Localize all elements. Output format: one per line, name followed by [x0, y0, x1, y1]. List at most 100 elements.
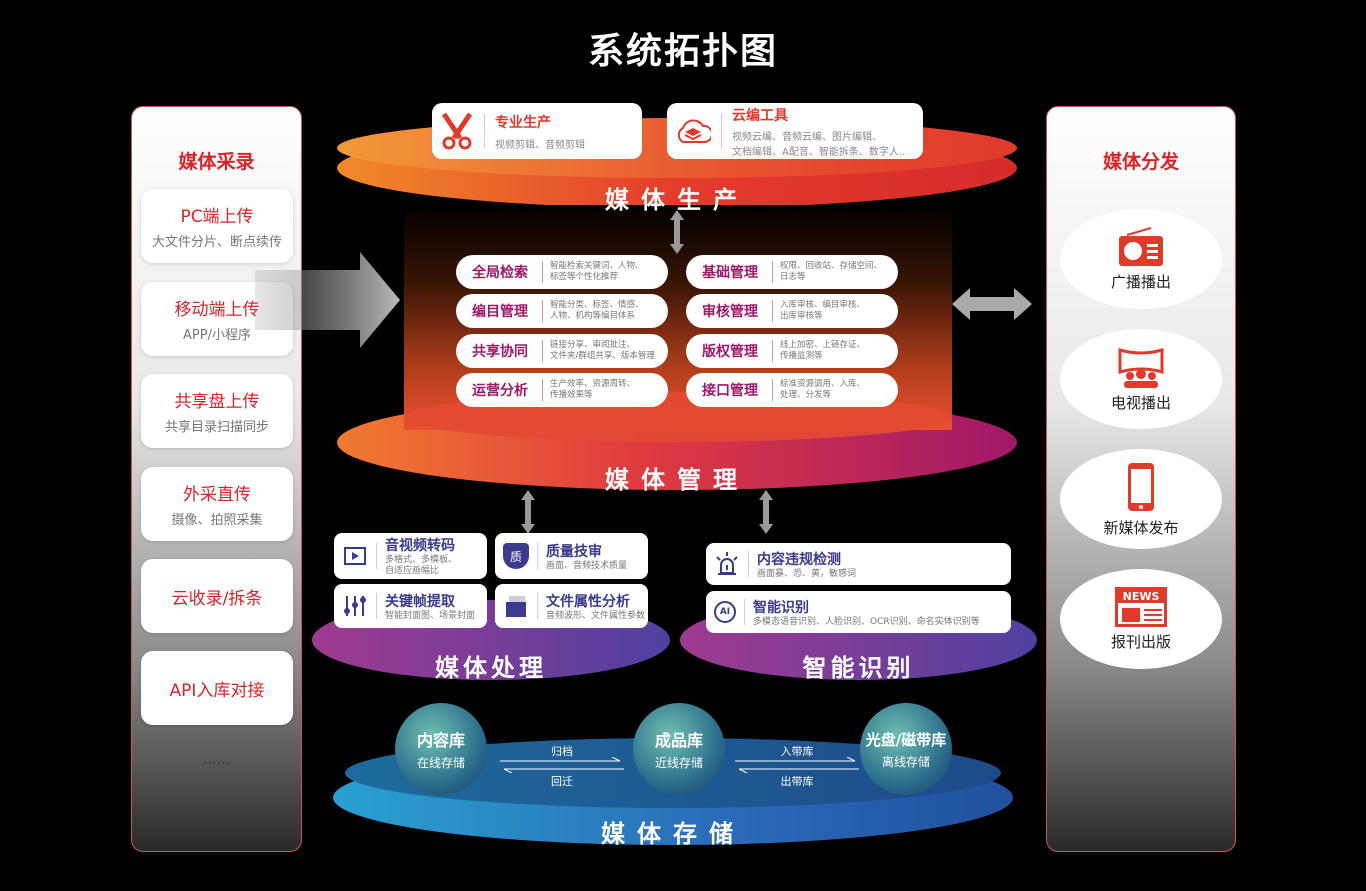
- ai-scan-icon: AI: [714, 601, 736, 623]
- library-sub: 在线存储: [416, 756, 465, 770]
- capture-item-cloud-record[interactable]: 云收录/拆条: [141, 559, 293, 633]
- divider: [772, 300, 773, 322]
- item-desc: 链接分享、审阅批注、: [550, 340, 636, 350]
- divider: [542, 300, 543, 322]
- divider: [542, 261, 543, 283]
- capture-item-pc-upload[interactable]: PC端上传大文件分片、断点续传: [141, 189, 293, 263]
- item-desc: APP/小程序: [183, 328, 251, 343]
- management-item[interactable]: 全局检索智能检索关键词、人物、标签等个性化推荐: [456, 255, 668, 289]
- library-sub: 近线存储: [654, 756, 703, 770]
- smartphone-icon: [1128, 462, 1154, 511]
- item-title: 版权管理: [702, 344, 758, 360]
- management-item[interactable]: 编目管理 智能分类、标签、情感、人物、机构等编目体系: [456, 294, 668, 328]
- item-label: 外采直传: [183, 485, 251, 505]
- item-title: 编目管理: [472, 304, 528, 320]
- capture-item-shared-disk[interactable]: 共享盘上传共享目录扫描同步: [141, 374, 293, 448]
- divider: [772, 261, 773, 283]
- transcode-icon: [344, 547, 366, 565]
- library-title: 光盘/磁带库: [865, 730, 947, 749]
- updown-arrow-icon: [759, 490, 773, 534]
- management-item[interactable]: 接口管理标准资源调用、入库、处理、分发等: [686, 373, 898, 407]
- item-desc: 共享目录扫描同步: [164, 420, 269, 435]
- flow-in-tape: 入带库: [780, 745, 814, 758]
- dist-item-tv[interactable]: 电视播出: [1060, 329, 1222, 429]
- item-title: 全局检索: [472, 265, 528, 281]
- scissors-icon: [441, 112, 473, 150]
- updown-arrow-icon: [521, 490, 535, 534]
- card-title: 文件属性分析: [546, 593, 630, 610]
- capture-item-field-upload[interactable]: 外采直传摄像、拍照采集: [141, 467, 293, 541]
- folder-icon: [506, 596, 526, 617]
- item-label: 电视播出: [1110, 393, 1171, 412]
- item-desc: 标准资源调用、入库、: [780, 379, 866, 389]
- capture-item-api[interactable]: API入库对接: [141, 651, 293, 725]
- panel-title: 媒体采录: [178, 151, 255, 173]
- item-desc: 人物、机构等编目体系: [550, 311, 636, 321]
- item-label: 新媒体发布: [1103, 518, 1179, 537]
- management-item[interactable]: 版权管理线上加密、上链存证、传播监测等: [686, 334, 898, 368]
- dist-item-print[interactable]: NEWS 报刊出版: [1060, 569, 1222, 669]
- card-desc: 多模态语音识别、人脸识别、OCR识别、命名实体识别等: [753, 616, 980, 627]
- library-title: 成品库: [654, 731, 703, 750]
- library-sub: 离线存储: [881, 754, 930, 769]
- management-item[interactable]: 基础管理权限、回收站、存储空间、日志等: [686, 255, 898, 289]
- library-finished[interactable]: 成品库近线存储: [633, 703, 725, 795]
- updown-arrow-icon: [670, 210, 684, 254]
- dist-item-radio[interactable]: 广播播出: [1060, 209, 1222, 309]
- production-label: 媒体生产: [605, 186, 749, 214]
- more-ellipsis: ……: [202, 752, 231, 768]
- flow-archive: 归档: [551, 745, 573, 758]
- processing-label: 媒体处理: [435, 654, 547, 682]
- item-desc: 出库审核等: [780, 311, 823, 321]
- page-title: 系统拓扑图: [587, 31, 778, 72]
- alarm-light-icon: [716, 552, 738, 575]
- item-label: 共享盘上传: [174, 392, 260, 412]
- card-quality-check[interactable]: 质 质量技审画面、音频技术质量: [495, 533, 648, 579]
- divider: [542, 379, 543, 401]
- card-title: 云编工具: [732, 107, 788, 124]
- management-item[interactable]: 审核管理入库审核、编目审核、出库审核等: [686, 294, 898, 328]
- dist-item-new-media[interactable]: 新媒体发布: [1060, 449, 1222, 549]
- card-transcode[interactable]: 音视频转码多格式、多模板、自适应画幅比: [334, 533, 487, 579]
- tv-audience-icon: [1118, 347, 1164, 388]
- item-label: 报刊出版: [1110, 632, 1171, 651]
- item-title: 基础管理: [702, 265, 758, 281]
- storage-label: 媒体存储: [601, 820, 745, 848]
- item-desc: 处理、分发等: [780, 390, 832, 400]
- card-professional-production[interactable]: 专业生产视频剪辑、音频剪辑: [432, 103, 642, 159]
- library-content[interactable]: 内容库在线存储: [395, 703, 487, 795]
- divider: [542, 340, 543, 362]
- item-desc: 线上加密、上链存证、: [780, 340, 866, 350]
- item-desc: 文件夹/群组共享、版本管理: [550, 351, 655, 361]
- item-desc: 智能分类、标签、情感、: [550, 300, 644, 310]
- card-title: 内容违规检测: [757, 551, 841, 568]
- library-title: 内容库: [416, 731, 465, 750]
- management-item[interactable]: 运营分析生产效率、资源周转、传播效果等: [456, 373, 668, 407]
- divider: [772, 379, 773, 401]
- shield-icon: 质: [503, 543, 529, 569]
- panel-title: 媒体分发: [1102, 151, 1179, 173]
- bidirectional-arrow-icon: [500, 757, 624, 773]
- card-desc: 画面、音频技术质量: [546, 560, 628, 571]
- management-item[interactable]: 共享协同链接分享、审阅批注、文件夹/群组共享、版本管理: [456, 334, 668, 368]
- card-smart-recognition[interactable]: AI 智能识别多模态语音识别、人脸识别、OCR识别、命名实体识别等: [706, 591, 1011, 633]
- card-desc: 智能封面图、场景封面: [385, 610, 476, 621]
- management-label: 媒体管理: [605, 466, 749, 494]
- item-label: 广播播出: [1110, 272, 1171, 291]
- item-desc: 智能检索关键词、人物、: [550, 261, 644, 271]
- item-desc: 大文件分片、断点续传: [151, 235, 282, 250]
- distribution-double-arrow-icon: [952, 288, 1032, 320]
- item-label: 云收录/拆条: [171, 588, 263, 609]
- newspaper-icon: NEWS: [1115, 586, 1167, 627]
- card-file-attributes[interactable]: 文件属性分析音频波形、文件属性参数: [495, 584, 648, 628]
- flow-restore: 回迁: [551, 775, 573, 788]
- media-distribution-panel: 媒体分发 广播播出 电视播出 新媒体发布 NEWS 报刊出版: [1046, 106, 1236, 852]
- library-offline[interactable]: 光盘/磁带库离线存储: [860, 703, 952, 795]
- item-title: 运营分析: [472, 383, 528, 399]
- card-keyframe[interactable]: 关键帧提取智能封面图、场景封面: [334, 584, 487, 628]
- item-label: API入库对接: [169, 680, 265, 701]
- capture-flow-arrow-icon: [255, 252, 400, 348]
- item-desc: 入库审核、编目审核、: [780, 300, 866, 310]
- card-cloud-editing[interactable]: 云编工具视频云编、音频云编、图片编辑、文档编辑、A配音、智能拆条、数字人..: [667, 103, 923, 159]
- card-content-violation[interactable]: 内容违规检测画面暴、恐、黄，敏感词: [706, 543, 1011, 585]
